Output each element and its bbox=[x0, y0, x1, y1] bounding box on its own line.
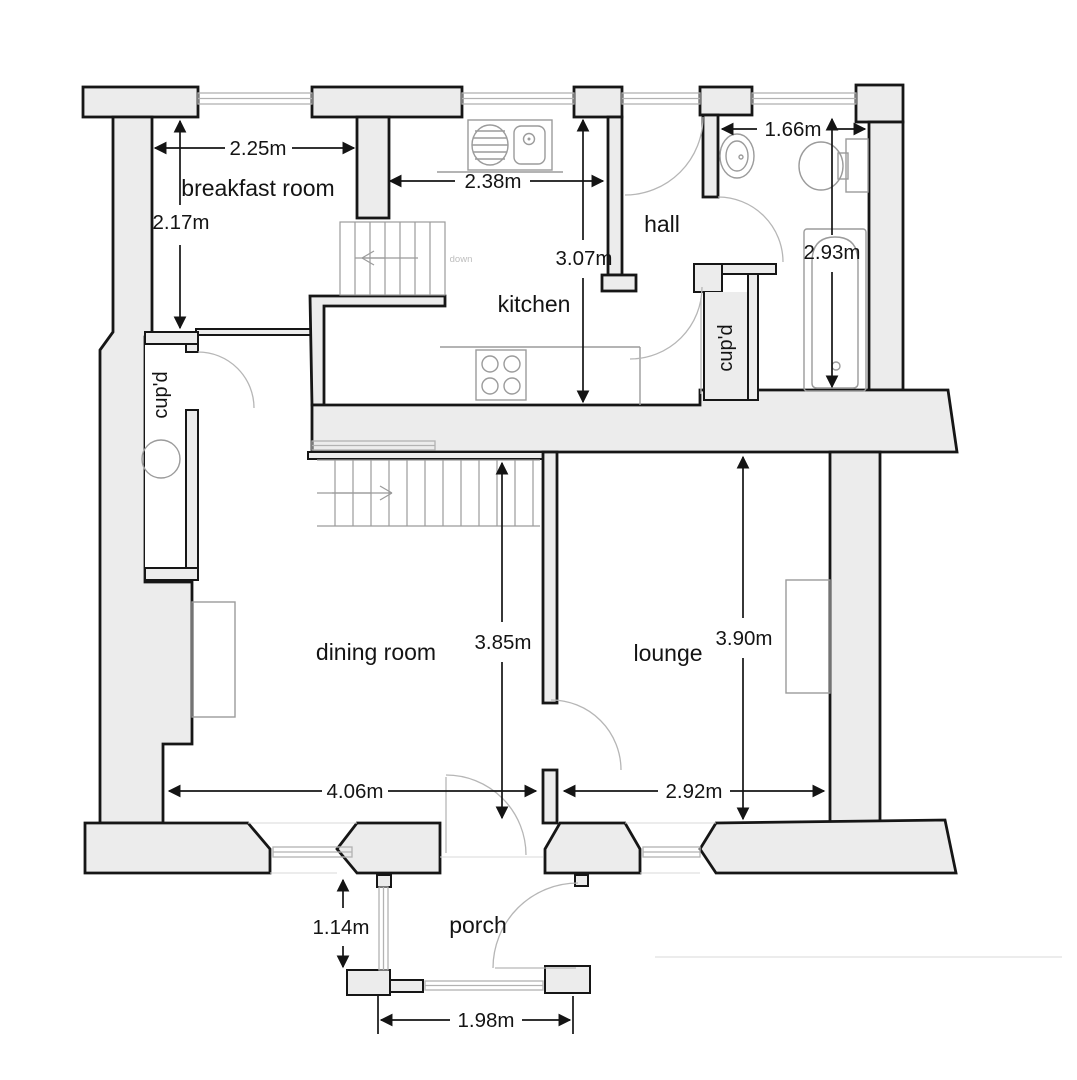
window-lounge bbox=[625, 822, 716, 874]
svg-text:2.17m: 2.17m bbox=[153, 211, 210, 234]
porch-door-arc bbox=[492, 882, 579, 969]
window-dining bbox=[248, 822, 357, 874]
room-labels: breakfast room kitchen hall dining room … bbox=[150, 175, 737, 938]
dim-porch-depth: 1.14m bbox=[313, 878, 370, 969]
window-kitchen bbox=[461, 92, 575, 105]
front-door-arc bbox=[445, 774, 527, 856]
dimensions: 2.25m 2.17m 2.38m 3.07m 1.66m 2.93m bbox=[153, 117, 867, 1034]
svg-text:1.66m: 1.66m bbox=[765, 118, 822, 141]
stairs-down: down bbox=[339, 221, 473, 296]
dim-kitchen-width: 2.38m bbox=[388, 170, 605, 193]
dim-porch-width: 1.98m bbox=[377, 996, 574, 1034]
porch-glazing-bottom bbox=[424, 980, 544, 991]
dim-dining-depth: 3.85m bbox=[475, 461, 532, 820]
lounge-label: lounge bbox=[633, 640, 702, 666]
windows bbox=[197, 92, 1062, 991]
svg-text:2.92m: 2.92m bbox=[666, 780, 723, 803]
stairs-down-label: down bbox=[450, 254, 473, 265]
svg-text:1.98m: 1.98m bbox=[458, 1009, 515, 1032]
hall-front-door-arc bbox=[624, 116, 704, 196]
cupboard-tank-fixture bbox=[141, 439, 181, 479]
toilet-fixture bbox=[798, 138, 869, 193]
kitchen-label: kitchen bbox=[498, 291, 571, 317]
dining-room-label: dining room bbox=[316, 639, 436, 665]
hob-fixture bbox=[475, 349, 527, 401]
dim-bathroom-depth: 2.93m bbox=[804, 117, 861, 389]
svg-text:2.38m: 2.38m bbox=[465, 170, 522, 193]
lounge-door-arc bbox=[550, 699, 622, 771]
svg-text:1.14m: 1.14m bbox=[313, 916, 370, 939]
basin-fixture bbox=[719, 133, 755, 179]
lounge-chimney-breast bbox=[785, 579, 831, 694]
stairs-down-arrow bbox=[361, 250, 418, 266]
cupboard-door-arc bbox=[197, 351, 255, 409]
balustrade bbox=[311, 440, 436, 451]
dim-bathroom-width: 1.66m bbox=[720, 118, 867, 141]
kitchen-counter bbox=[437, 171, 641, 405]
porch-label: porch bbox=[449, 912, 507, 938]
dim-lounge-width: 2.92m bbox=[562, 780, 826, 803]
cupboard-hall-label: cup'd bbox=[715, 324, 737, 371]
cupboard-breakfast-label: cup'd bbox=[150, 371, 172, 418]
breakfast-room-label: breakfast room bbox=[181, 175, 334, 201]
window-breakfast bbox=[197, 92, 313, 105]
porch-glazing-left bbox=[378, 886, 389, 971]
hall-label: hall bbox=[644, 211, 680, 237]
sink-unit-fixture bbox=[467, 119, 553, 171]
svg-text:3.90m: 3.90m bbox=[716, 627, 773, 650]
dim-dining-width: 4.06m bbox=[167, 780, 538, 803]
svg-text:3.85m: 3.85m bbox=[475, 631, 532, 654]
dim-kitchen-depth: 3.07m bbox=[556, 118, 613, 404]
dim-lounge-depth: 3.90m bbox=[716, 455, 773, 821]
bathroom-door-arc bbox=[717, 196, 784, 263]
svg-text:2.25m: 2.25m bbox=[230, 137, 287, 160]
fixtures bbox=[141, 119, 869, 718]
dim-breakfast-width: 2.25m bbox=[153, 137, 356, 160]
kitchen-hall-door-arc bbox=[629, 286, 703, 360]
window-bathroom bbox=[751, 92, 857, 105]
doors bbox=[197, 116, 784, 969]
dining-chimney-breast bbox=[191, 601, 236, 718]
svg-text:2.93m: 2.93m bbox=[804, 241, 861, 264]
stairs-up bbox=[317, 459, 540, 527]
svg-text:4.06m: 4.06m bbox=[327, 780, 384, 803]
svg-text:3.07m: 3.07m bbox=[556, 247, 613, 270]
stairs-up-arrow bbox=[332, 485, 393, 501]
dim-breakfast-depth: 2.17m bbox=[153, 119, 210, 330]
walls bbox=[81, 83, 959, 996]
window-hall bbox=[621, 92, 701, 105]
